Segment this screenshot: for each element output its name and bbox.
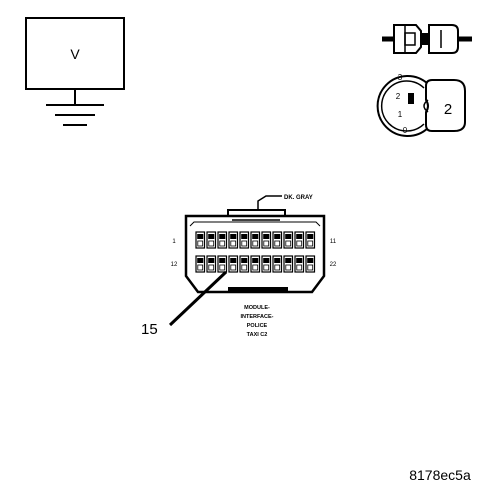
bottom-row-cavity [261, 255, 272, 273]
top-row-cavity [261, 231, 272, 249]
pin-callout-number: 15 [141, 321, 158, 338]
wire-color-label: DK. GRAY [284, 195, 313, 201]
voltmeter-symbol: V [70, 46, 80, 62]
top-row-cavity [228, 231, 239, 249]
key-position-0: 0 [403, 126, 408, 135]
top-row-cavity [283, 231, 294, 249]
top-row-cavity [206, 231, 217, 249]
connector-plug-icon [382, 24, 472, 54]
wire-color-leader [257, 195, 282, 210]
connector-housing [184, 214, 326, 294]
figure-id: 8178ec5a [409, 467, 471, 483]
cavity-row-top [195, 231, 316, 249]
key-position-3: 3 [398, 73, 403, 82]
connector-name-line-4: TAXI C2 [247, 332, 268, 338]
bottom-row-cavity [305, 255, 316, 273]
connector-name-line-3: POLICE [247, 323, 268, 329]
pin-label-11: 11 [330, 239, 337, 245]
pin-callout-leader [168, 270, 228, 327]
bottom-row-cavity [294, 255, 305, 273]
pin-label-12: 12 [171, 262, 178, 268]
key-position-2: 2 [396, 92, 401, 101]
bottom-row-cavity [239, 255, 250, 273]
connector-name-line-2: INTERFACE- [241, 314, 274, 320]
ignition-key-icon [376, 75, 466, 137]
pin-label-1: 1 [172, 239, 176, 245]
ignition-key-switch: 3 2 1 0 2 [376, 73, 466, 137]
top-row-cavity [305, 231, 316, 249]
connector-name-line-1: MODULE- [244, 305, 270, 311]
top-row-cavity [195, 231, 206, 249]
connector-latch [227, 209, 286, 216]
top-row-cavity [294, 231, 305, 249]
top-row-cavity [272, 231, 283, 249]
bottom-row-cavity [228, 255, 239, 273]
key-position-1: 1 [398, 110, 403, 119]
bottom-row-cavity [195, 255, 206, 273]
pin-callout: 15 [141, 270, 228, 338]
key-selected-position: 2 [444, 101, 452, 118]
top-row-cavity [250, 231, 261, 249]
top-row-cavity [217, 231, 228, 249]
connector-c2: DK. GRAY 1 12 11 22 MODULE- INTERFACE- P… [171, 195, 337, 338]
voltmeter: V [25, 17, 125, 126]
bottom-row-cavity [283, 255, 294, 273]
ground-icon [46, 104, 104, 126]
bottom-row-cavity [250, 255, 261, 273]
bottom-row-cavity [272, 255, 283, 273]
bottom-row-cavity [217, 255, 228, 273]
cavity-row-bottom [195, 255, 316, 273]
top-row-cavity [239, 231, 250, 249]
connector-lock-bar [228, 287, 288, 292]
bottom-row-cavity [206, 255, 217, 273]
pin-label-22: 22 [330, 262, 337, 268]
